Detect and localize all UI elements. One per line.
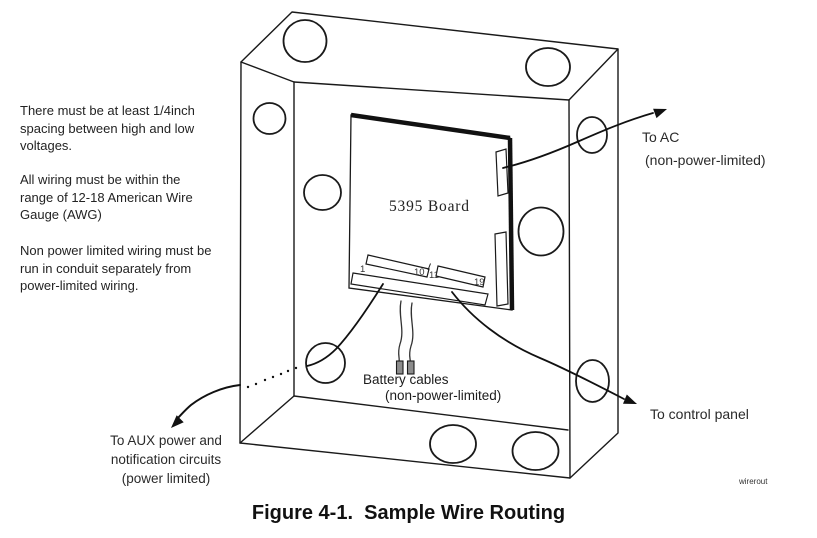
callout-ac-line1: To AC (642, 129, 680, 145)
aux-wire-dotted (246, 366, 298, 389)
terminal-tick-mark (427, 263, 431, 271)
knockout-hole-back-upper-left (303, 174, 342, 211)
watermark-text: wirerout (739, 477, 768, 486)
knockout-hole-top-left (282, 19, 328, 63)
terminal-number-11: 11 (429, 270, 439, 281)
terminal-strip-long (350, 272, 489, 306)
ac-wire (502, 112, 654, 169)
knockout-hole-right-wall-upper (576, 116, 608, 154)
knockout-hole-right-wall-lower (575, 359, 610, 403)
board-connector-upper (495, 148, 509, 197)
enclosure-bottom-left-diagonal (239, 395, 295, 444)
knockout-hole-bottom-right (511, 431, 560, 471)
callout-ac-line2: (non-power-limited) (645, 152, 766, 168)
note-line: spacing between high and low (20, 120, 195, 136)
note-spacing: There must be at least 1/4inch spacing b… (20, 102, 195, 155)
note-line: All wiring must be within the (20, 172, 181, 187)
board-top-edge-thick (350, 112, 511, 141)
callout-aux-line1: To AUX power and (110, 433, 222, 448)
control-panel-arrowhead (623, 394, 637, 404)
note-conduit: Non power limited wiring must be run in … (20, 242, 211, 295)
note-line: range of 12-18 American Wire (20, 189, 193, 205)
note-line: voltages. (20, 138, 73, 153)
knockout-hole-back-lower-left (305, 342, 346, 384)
callout-aux: To AUX power and notification circuits (… (75, 431, 257, 488)
terminal-number-19: 19 (474, 277, 485, 288)
knockout-hole-back-right (517, 206, 565, 257)
battery-connector-right (406, 360, 415, 375)
note-gauge: All wiring must be within the range of 1… (20, 171, 193, 224)
ac-arrowhead (653, 108, 667, 119)
note-line: There must be at least 1/4inch (20, 103, 195, 118)
aux-wire (306, 283, 384, 367)
terminal-strip-left (365, 254, 430, 278)
knockout-hole-top-right (525, 47, 571, 87)
knockout-hole-left-wall (252, 102, 287, 135)
aux-wire-exit (175, 384, 241, 421)
battery-wire-right (408, 302, 414, 362)
enclosure-inner-bottom-edge (293, 395, 569, 431)
terminal-number-1: 1 (360, 264, 366, 275)
enclosure-inner-right-edge (568, 99, 571, 479)
note-line: Non power limited wiring must be (20, 243, 212, 258)
note-line: run in conduit separately from (20, 260, 192, 276)
battery-wire-left (397, 300, 403, 362)
note-line: Gauge (AWG) (20, 207, 102, 222)
aux-arrowhead (171, 415, 184, 428)
callout-battery-line1: Battery cables (363, 372, 449, 387)
board-right-edge-thick (507, 137, 515, 311)
note-line: power-limited wiring. (20, 278, 139, 293)
circuit-board (348, 112, 515, 311)
board-connector-lower (494, 231, 509, 307)
callout-aux-line3: (power limited) (121, 471, 211, 486)
terminal-strip-right (435, 265, 486, 288)
board-label: 5395 Board (389, 198, 470, 215)
knockout-hole-bottom-left (429, 424, 477, 464)
enclosure-front-top-edge (240, 61, 570, 101)
callout-battery-line2: (non-power-limited) (385, 388, 502, 403)
battery-connector-left (395, 360, 404, 375)
figure-caption: Figure 4-1. Sample Wire Routing (251, 502, 566, 524)
terminal-number-10: 10 (414, 267, 425, 278)
enclosure-top-right-diagonal (568, 48, 619, 101)
control-panel-wire (451, 291, 625, 400)
callout-aux-line2: notification circuits (110, 452, 222, 467)
callout-control-panel: To control panel (650, 406, 749, 422)
